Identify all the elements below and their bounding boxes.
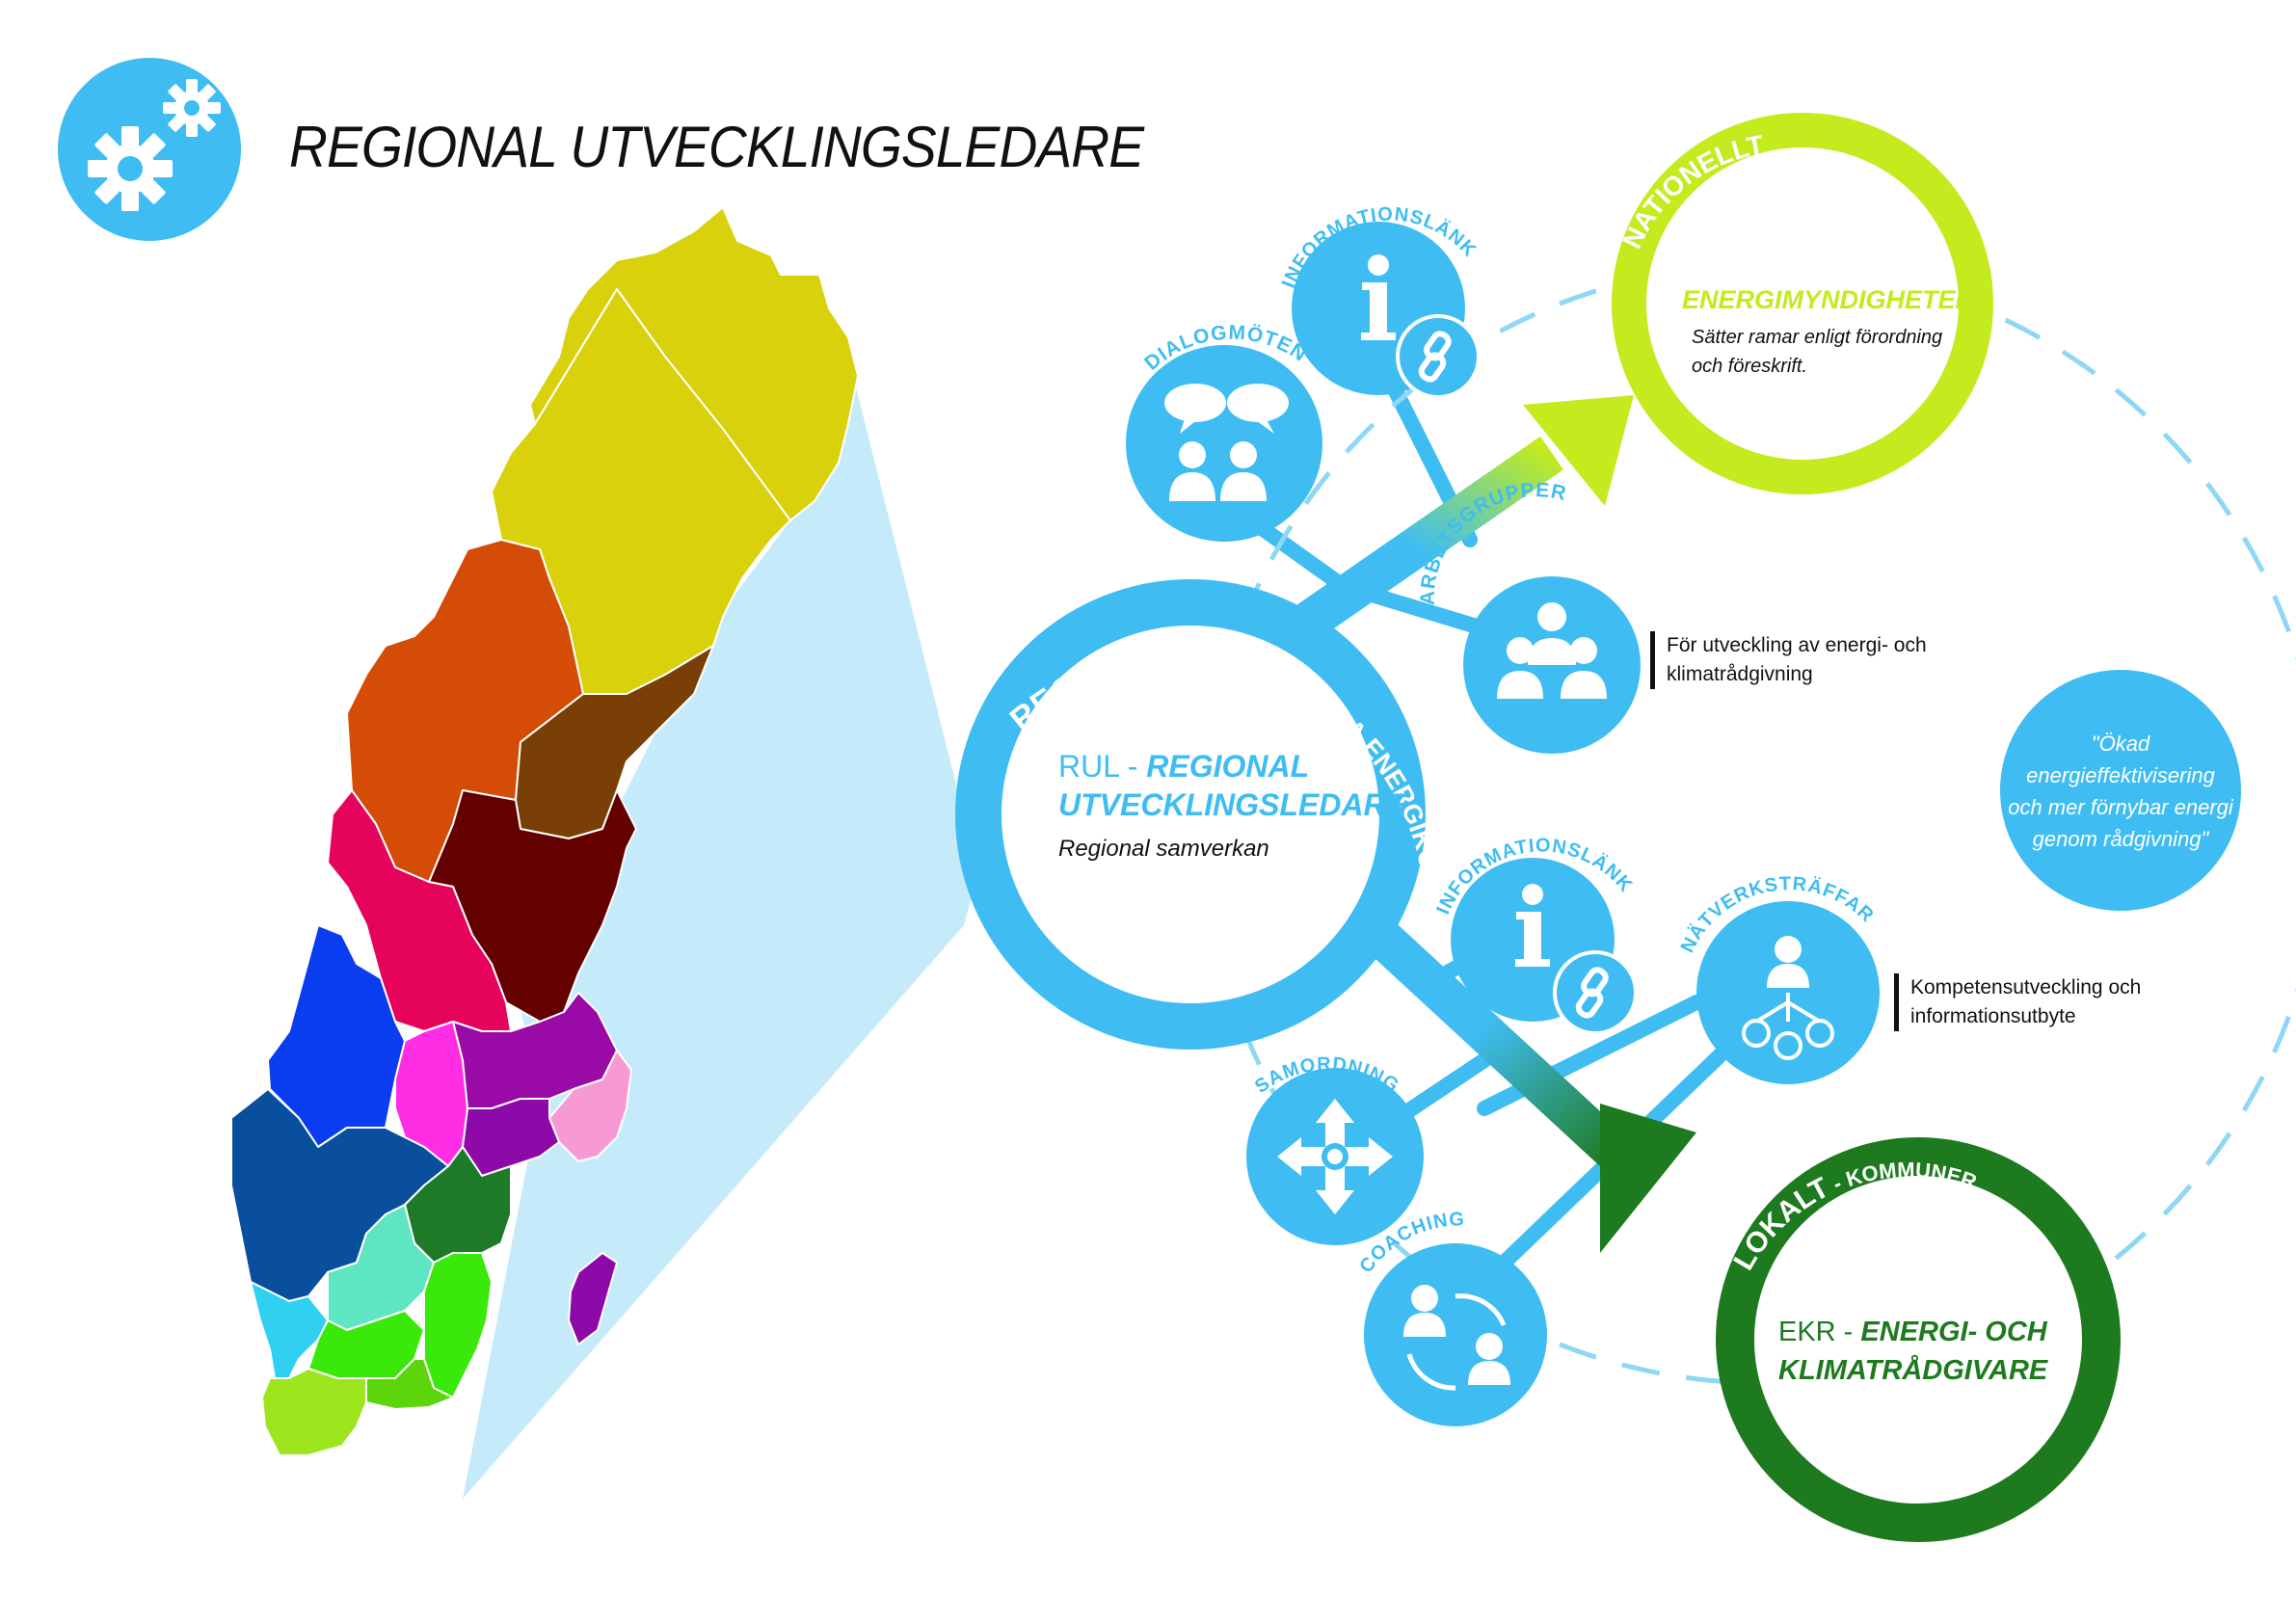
workgroups-note-line1: För utveckling av energi- och: [1667, 634, 1927, 656]
regional-subtitle: Regional samverkan: [1058, 836, 1269, 862]
group-people-icon: [1497, 602, 1607, 699]
node-dialog: DIALOGMÖTEN: [1126, 322, 1322, 542]
gears-icon: [88, 79, 221, 211]
node-coordination: SAMORDNING: [1246, 1053, 1424, 1245]
zoom-wedge: [463, 357, 978, 1499]
speech-bubbles-people-icon: [1164, 384, 1289, 501]
map-region-skane: [261, 1368, 367, 1456]
node-info-bottom: INFORMATIONSLÄNK: [1432, 835, 1638, 1035]
arrow-to-local: [1354, 910, 1696, 1253]
quote-line1: "Ökad energieffektivisering: [2026, 732, 2215, 787]
network-person-icon: [1742, 936, 1834, 1060]
coaching-cycle-icon: [1403, 1285, 1510, 1391]
local-prefix: EKR -: [1778, 1317, 1861, 1347]
info-icon: [1515, 884, 1550, 967]
local-name-line2: KLIMATRÅDGIVARE: [1778, 1355, 2048, 1386]
info-icon: [1361, 254, 1396, 340]
national-ring: NATIONELLT: [1612, 113, 1993, 494]
link-icon: [1553, 950, 1638, 1035]
quote-line2: och mer förnybar energi: [2008, 795, 2233, 819]
map-region-gotland: [568, 1252, 618, 1345]
page-title: REGIONAL UTVECKLINGSLEDARE: [289, 115, 1144, 179]
arrow-to-national: [1290, 395, 1634, 644]
national-name: ENERGIMYNDIGHETEN: [1682, 285, 1975, 314]
header-gears-badge: [58, 58, 241, 241]
regional-name-block: RUL - REGIONAL UTVECKLINGSLEDARE Regiona…: [1058, 747, 1406, 863]
quote-line3: genom rådgivning": [2032, 827, 2209, 851]
local-name-line1: ENERGI- OCH: [1860, 1317, 2047, 1347]
link-icon: [1396, 314, 1481, 399]
network-note-line2: informationsutbyte: [1910, 1005, 2076, 1027]
map-region-halland: [250, 1281, 329, 1379]
regional-name-line2: UTVECKLINGSLEDARE: [1058, 787, 1406, 822]
map-region-blekinge: [365, 1358, 454, 1410]
national-desc-line2: och föreskrift.: [1692, 356, 1808, 377]
map-region-kalmar: [423, 1252, 493, 1398]
regional-prefix: RUL -: [1058, 749, 1147, 784]
workgroups-note-line2: klimatrådgivning: [1667, 663, 1813, 685]
workgroups-note: För utveckling av energi- och klimatrådg…: [1650, 631, 1927, 689]
national-desc-line1: Sätter ramar enligt förordning: [1692, 327, 1943, 348]
node-info-top: INFORMATIONSLÄNK: [1278, 203, 1481, 399]
network-note: Kompetensutveckling och informationsutby…: [1894, 973, 2141, 1031]
network-note-line1: Kompetensutveckling och: [1910, 976, 2142, 998]
local-name-block: EKR - ENERGI- OCH KLIMATRÅDGIVARE: [1778, 1313, 2068, 1390]
sweden-map: [230, 206, 859, 1456]
quote-text: "Ökad energieffektivisering och mer förn…: [2000, 728, 2241, 855]
national-name-block: ENERGIMYNDIGHETEN Sätter ramar enligt fö…: [1682, 285, 1975, 381]
quote-circle: [2000, 670, 2241, 911]
node-network: NÄTVERKSTRÄFFAR: [1677, 873, 1880, 1084]
regional-name-line1: REGIONAL: [1146, 749, 1310, 784]
four-way-arrows-icon: [1277, 1099, 1393, 1214]
